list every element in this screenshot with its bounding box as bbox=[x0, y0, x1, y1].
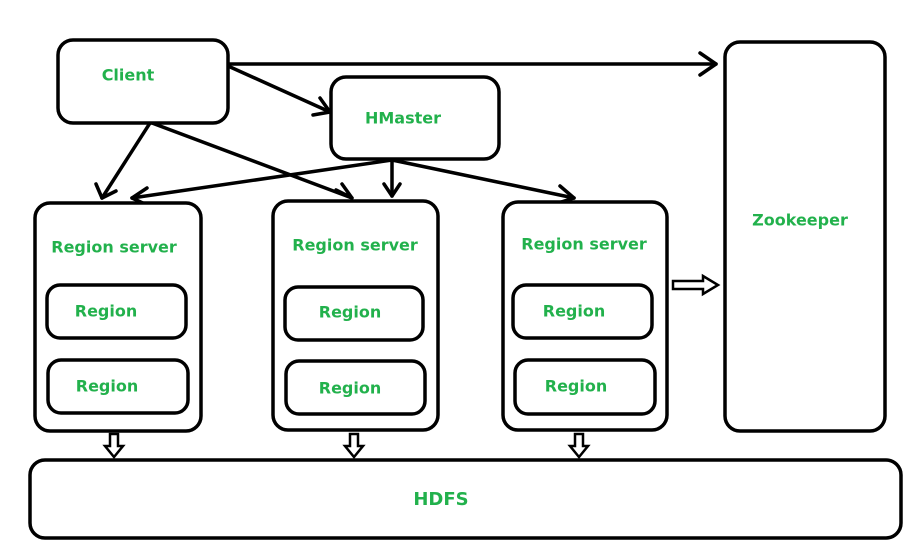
connector-hmaster-region-server-3 bbox=[390, 158, 576, 205]
client-node: Client bbox=[56, 38, 230, 125]
region-server-2-hdfs-arrow bbox=[342, 432, 366, 459]
region-box bbox=[513, 358, 657, 416]
region-box bbox=[283, 285, 425, 342]
connector-client-region-server-1 bbox=[94, 121, 152, 200]
hdfs-label: HDFS bbox=[413, 489, 468, 510]
region-label: Region bbox=[75, 302, 138, 321]
connector-hmaster-region-server-2 bbox=[382, 158, 402, 198]
region-label: Region bbox=[319, 379, 382, 398]
region-server-3: Region server Region Region bbox=[501, 200, 669, 432]
client-label: Client bbox=[102, 66, 155, 85]
connector-client-zookeeper bbox=[226, 51, 718, 77]
zookeeper-box bbox=[723, 40, 887, 433]
hdfs-node: HDFS bbox=[28, 458, 903, 540]
region-box bbox=[46, 358, 190, 415]
hmaster-box bbox=[329, 75, 501, 161]
region-server-label: Region server bbox=[51, 238, 177, 257]
region-label: Region bbox=[545, 377, 608, 396]
region-server-2: Region server Region Region bbox=[271, 199, 440, 432]
region-server-label: Region server bbox=[521, 235, 647, 254]
region-server-1: Region server Region Region bbox=[33, 201, 203, 433]
region-label: Region bbox=[76, 377, 139, 396]
zookeeper-label: Zookeeper bbox=[752, 211, 848, 230]
region-box bbox=[45, 283, 188, 340]
hmaster-node: HMaster bbox=[329, 75, 501, 161]
region-box bbox=[511, 283, 654, 340]
connector-client-region-server-2 bbox=[150, 121, 354, 200]
region-label: Region bbox=[543, 302, 606, 321]
hdfs-box bbox=[28, 458, 903, 540]
region-box bbox=[284, 359, 427, 416]
region-server-1-hdfs-arrow bbox=[102, 432, 126, 459]
client-box bbox=[56, 38, 230, 125]
zookeeper-node: Zookeeper bbox=[723, 40, 887, 433]
region-server-zookeeper-arrow bbox=[671, 273, 721, 297]
connector-client-hmaster bbox=[226, 64, 332, 117]
hmaster-label: HMaster bbox=[365, 109, 441, 128]
region-label: Region bbox=[319, 303, 382, 322]
region-server-3-hdfs-arrow bbox=[567, 432, 591, 459]
region-server-label: Region server bbox=[292, 236, 418, 255]
